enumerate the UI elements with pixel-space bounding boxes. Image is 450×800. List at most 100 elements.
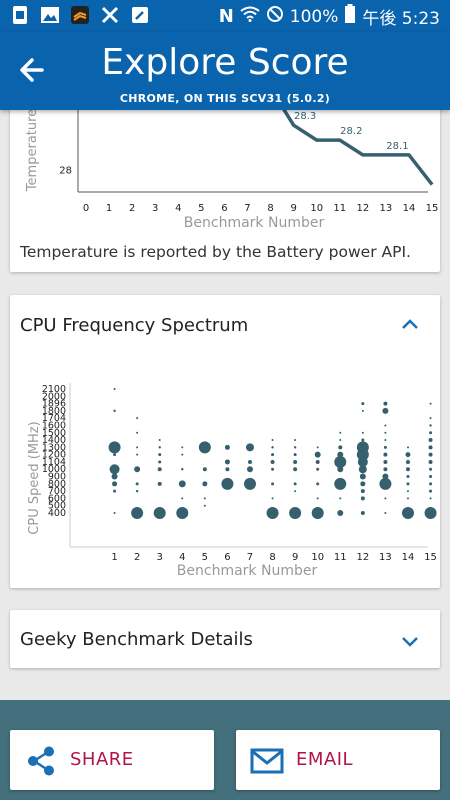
cpu-y-tick: 1300 — [42, 442, 66, 453]
cpu-data-point — [405, 459, 410, 464]
cpu-data-point — [405, 467, 410, 472]
cpu-data-point — [181, 497, 184, 500]
temp-data-label: 28.2 — [340, 126, 362, 137]
system-icons: N 100% 午後 5:23 — [219, 4, 440, 29]
cpu-x-tick: 11 — [334, 552, 347, 563]
temperature-note: Temperature is reported by the Battery p… — [20, 243, 411, 261]
cpu-y-tick: 600 — [48, 493, 66, 504]
temp-x-tick: 11 — [333, 203, 346, 214]
temp-data-label: 28.1 — [386, 141, 408, 152]
cpu-data-point — [271, 453, 275, 457]
cpu-data-point — [136, 453, 139, 456]
share-icon — [28, 746, 54, 776]
tools-icon — [100, 5, 120, 25]
cpu-data-point — [360, 489, 365, 494]
cpu-data-point — [247, 459, 252, 464]
cpu-data-point — [181, 453, 184, 456]
cpu-data-point — [113, 388, 116, 390]
cpu-data-point — [339, 439, 342, 442]
cpu-data-point — [338, 445, 343, 450]
temp-x-tick: 0 — [83, 203, 89, 214]
cpu-data-point — [221, 477, 234, 490]
cpu-data-point — [224, 444, 230, 450]
cpu-data-point — [361, 409, 364, 412]
share-label: SHARE — [70, 749, 134, 770]
cpu-data-point — [405, 452, 411, 458]
cpu-data-point — [428, 459, 433, 464]
cpu-data-point — [429, 402, 432, 405]
sim-icon — [10, 5, 30, 25]
cpu-data-point — [356, 448, 369, 461]
benchmark-details-card[interactable]: Geeky Benchmark Details — [10, 610, 440, 668]
cpu-data-point — [113, 512, 116, 514]
wifi-icon — [240, 6, 260, 27]
cpu-data-point — [429, 431, 433, 435]
chevron-down-icon[interactable] — [400, 634, 420, 648]
cpu-data-point — [158, 446, 161, 449]
cpu-data-point — [271, 439, 274, 442]
cpu-data-point — [339, 431, 342, 434]
cpu-data-point — [429, 424, 432, 427]
cpu-x-label: Benchmark Number — [177, 563, 318, 579]
cpu-data-point — [225, 467, 230, 472]
cpu-data-point — [406, 482, 410, 486]
cpu-data-point — [293, 482, 297, 486]
cpu-data-point — [311, 507, 324, 519]
cpu-data-point — [429, 417, 432, 420]
cpu-data-point — [289, 507, 302, 519]
cpu-data-point — [334, 455, 347, 468]
notification-icons — [10, 5, 150, 25]
details-card-title: Geeky Benchmark Details — [20, 629, 253, 650]
cpu-data-point — [337, 510, 344, 516]
temp-x-tick: 4 — [175, 203, 181, 214]
cpu-data-point — [424, 507, 437, 519]
cpu-data-point — [266, 507, 279, 519]
cpu-y-tick: 1500 — [42, 428, 66, 439]
cpu-data-point — [270, 459, 275, 464]
cpu-y-tick: 1104 — [42, 457, 66, 468]
email-icon — [250, 748, 284, 774]
app-bar: Explore Score CHROME, ON THIS SCV31 (5.0… — [0, 32, 450, 110]
clock: 午後 5:23 — [362, 9, 440, 29]
cpu-data-point — [109, 464, 120, 475]
cpu-data-point — [271, 497, 274, 500]
temp-x-tick: 7 — [244, 203, 250, 214]
cpu-y-tick: 1704 — [42, 413, 66, 424]
cpu-data-point — [203, 504, 206, 507]
back-button[interactable] — [14, 52, 50, 88]
cpu-data-point — [428, 445, 433, 450]
status-bar: N 100% 午後 5:23 — [0, 0, 450, 32]
cpu-data-point — [383, 445, 387, 449]
cpu-data-point — [401, 507, 414, 519]
cpu-y-tick: 900 — [48, 472, 66, 483]
temp-x-tick: 1 — [106, 203, 112, 214]
cpu-x-tick: 3 — [157, 552, 163, 563]
cpu-y-tick: 1896 — [42, 399, 66, 410]
cpu-data-point — [379, 477, 392, 490]
temp-x-tick: 10 — [310, 203, 323, 214]
cpu-data-point — [271, 467, 275, 471]
cpu-data-point — [360, 511, 365, 515]
cpu-data-point — [134, 466, 141, 473]
cpu-data-point — [358, 465, 367, 474]
cpu-data-point — [428, 438, 433, 443]
chevron-up-icon[interactable] — [400, 317, 420, 331]
cpu-y-tick: 700 — [48, 486, 66, 497]
cpu-data-point — [203, 497, 206, 500]
cpu-data-point — [136, 446, 139, 449]
share-button[interactable]: SHARE — [10, 730, 214, 790]
battery-percent: 100% — [289, 6, 339, 27]
cpu-data-point — [429, 467, 433, 471]
cpu-data-point — [181, 468, 184, 471]
email-button[interactable]: EMAIL — [236, 730, 440, 790]
cpu-data-point — [108, 441, 121, 454]
footer-bar: SHARE EMAIL — [0, 700, 450, 800]
cpu-y-tick: 2000 — [42, 391, 66, 402]
cpu-data-point — [293, 467, 298, 472]
cpu-x-tick: 1 — [111, 552, 117, 563]
cpu-data-point — [316, 482, 320, 486]
cpu-data-point — [314, 451, 321, 458]
cpu-data-point — [361, 402, 365, 406]
